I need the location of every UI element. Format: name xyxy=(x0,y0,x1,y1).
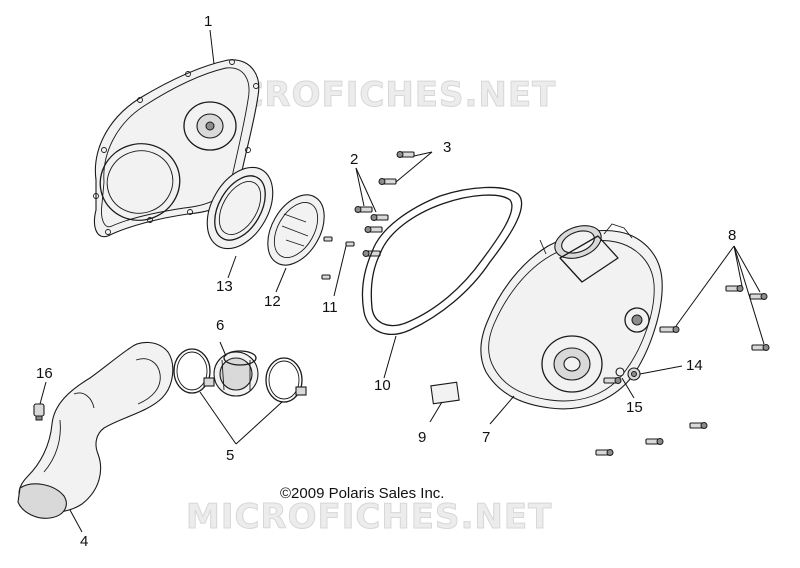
callout-7: 7 xyxy=(482,429,490,446)
seal-ring xyxy=(206,166,274,250)
callout-6: 6 xyxy=(216,317,224,334)
callout-8: 8 xyxy=(728,227,736,244)
small-screws xyxy=(321,236,355,280)
callout-16: 16 xyxy=(36,365,53,382)
inner-clutch-cover xyxy=(480,223,663,410)
drain-plug xyxy=(33,403,45,421)
seal-plate xyxy=(267,194,325,266)
callout-2: 2 xyxy=(350,151,358,168)
callout-13: 13 xyxy=(216,278,233,295)
callout-14: 14 xyxy=(686,357,703,374)
callout-9: 9 xyxy=(418,429,426,446)
callout-3: 3 xyxy=(443,139,451,156)
cover-bolts xyxy=(354,151,415,257)
decal-label xyxy=(430,381,460,405)
callout-4: 4 xyxy=(80,533,88,550)
copyright-notice: ©2009 Polaris Sales Inc. xyxy=(280,485,444,502)
drive-belt xyxy=(361,186,523,335)
callout-15: 15 xyxy=(626,399,643,416)
watermark-bottom: MICROFICHES.NET xyxy=(186,497,552,537)
housing-bolts xyxy=(595,285,770,456)
leader-lines xyxy=(39,29,765,533)
callout-5: 5 xyxy=(226,447,234,464)
callout-11: 11 xyxy=(322,299,338,316)
duct-boot xyxy=(213,350,259,397)
callout-12: 12 xyxy=(264,293,281,310)
air-intake-duct xyxy=(17,341,174,519)
callout-10: 10 xyxy=(374,377,391,394)
hose-clamps xyxy=(173,348,307,403)
callout-1: 1 xyxy=(204,13,212,30)
